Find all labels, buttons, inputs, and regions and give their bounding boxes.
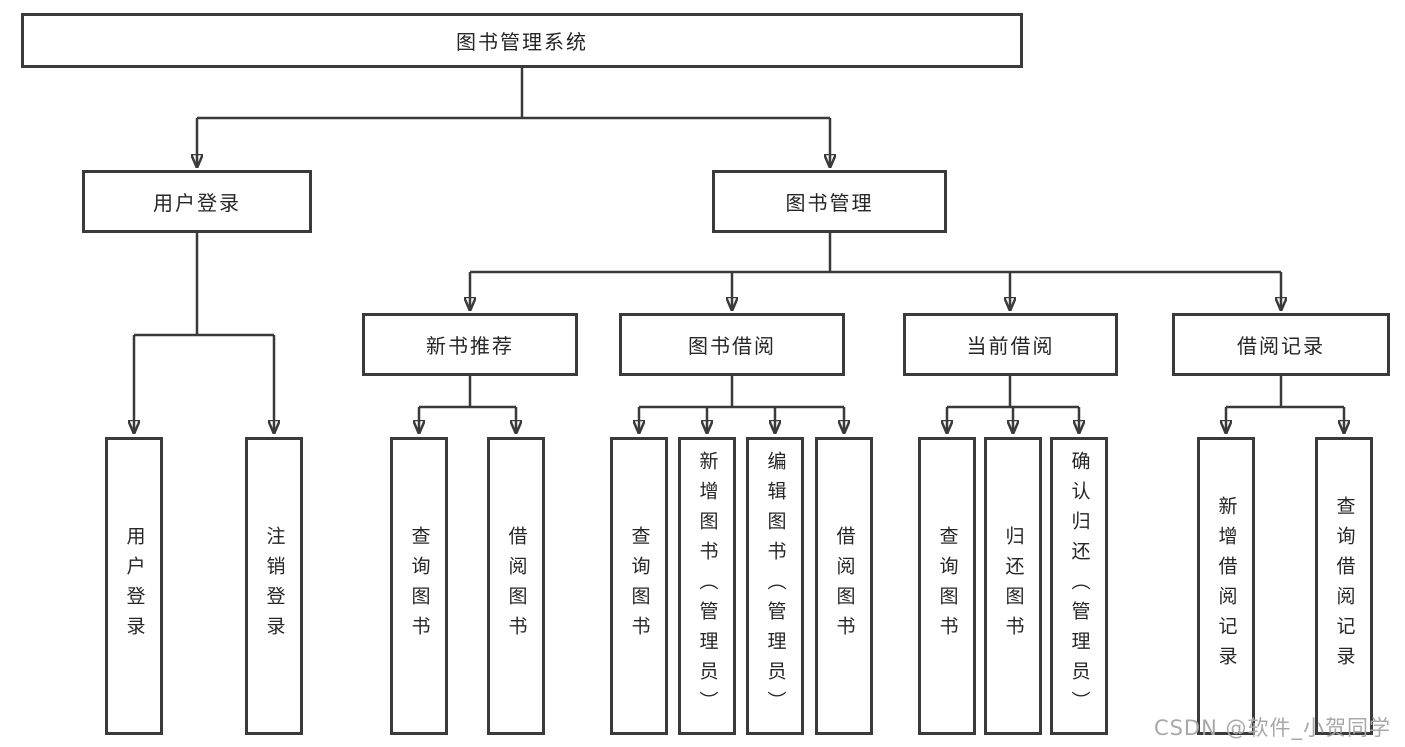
node-label: 编辑图书（管理员） <box>764 451 787 721</box>
leaf-borrow-books: 借阅图书 <box>815 437 873 735</box>
node-current-borrow: 当前借阅 <box>903 313 1118 376</box>
node-label: 新增图书（管理员） <box>696 451 719 721</box>
leaf-user-login: 用户登录 <box>105 437 163 735</box>
node-label: 查询图书 <box>408 526 431 646</box>
node-label: 查询图书 <box>936 526 959 646</box>
leaf-logout: 注销登录 <box>245 437 303 735</box>
node-label: 注销登录 <box>263 526 286 646</box>
leaf-query-books-borrow: 查询图书 <box>610 437 668 735</box>
leaf-borrow-books-recommend: 借阅图书 <box>487 437 545 735</box>
node-label: 借阅记录 <box>1237 334 1325 358</box>
leaf-query-borrow-record: 查询借阅记录 <box>1315 437 1373 735</box>
node-label: 借阅图书 <box>833 526 856 646</box>
leaf-query-books-recommend: 查询图书 <box>390 437 448 735</box>
watermark: CSDN @软件_小贺同学 <box>1153 716 1391 740</box>
node-label: 当前借阅 <box>966 334 1055 358</box>
node-label: 归还图书 <box>1002 526 1025 646</box>
node-label: 新增借阅记录 <box>1215 496 1238 676</box>
node-label: 查询图书 <box>628 526 651 646</box>
leaf-edit-books-admin: 编辑图书（管理员） <box>746 437 804 735</box>
node-label: 新书推荐 <box>426 334 514 358</box>
leaf-confirm-return-admin: 确认归还（管理员） <box>1050 437 1108 735</box>
node-label: 用户登录 <box>153 191 241 215</box>
node-label: 图书管理系统 <box>456 30 588 54</box>
node-book-borrow: 图书借阅 <box>619 313 845 376</box>
node-label: 借阅图书 <box>505 526 528 646</box>
node-label: 图书管理 <box>785 191 874 215</box>
node-label: 查询借阅记录 <box>1333 496 1356 676</box>
node-user-login: 用户登录 <box>82 170 312 233</box>
node-new-book-recommend: 新书推荐 <box>362 313 578 376</box>
leaf-add-books-admin: 新增图书（管理员） <box>678 437 736 735</box>
node-book-management: 图书管理 <box>712 170 947 233</box>
leaf-add-borrow-record: 新增借阅记录 <box>1197 437 1255 735</box>
node-label: 确认归还（管理员） <box>1068 451 1091 721</box>
node-root-system: 图书管理系统 <box>21 13 1023 68</box>
node-label: 图书借阅 <box>688 334 776 358</box>
node-label: 用户登录 <box>123 526 146 646</box>
leaf-return-books: 归还图书 <box>984 437 1042 735</box>
leaf-query-books-current: 查询图书 <box>918 437 976 735</box>
node-borrow-records: 借阅记录 <box>1172 313 1390 376</box>
